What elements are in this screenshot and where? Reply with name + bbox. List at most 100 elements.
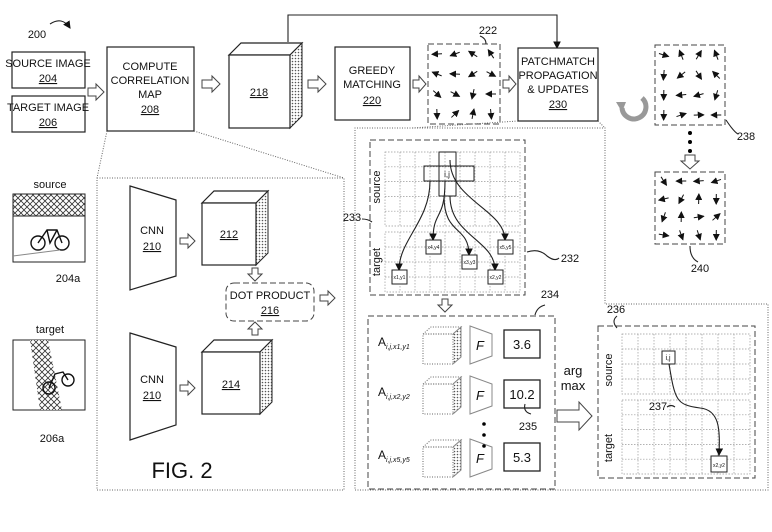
flow-field-final-ref: 240 xyxy=(691,263,709,275)
svg-text:x3,y3: x3,y3 xyxy=(464,260,476,266)
result-panel-ref: 236 xyxy=(607,304,625,316)
leader-line xyxy=(666,404,676,408)
correlation-volume-cube: 218 xyxy=(227,41,304,130)
flow-vector-icon xyxy=(695,49,702,60)
score-box xyxy=(503,329,541,359)
score-ref: 235 xyxy=(519,421,537,433)
feature-cube-target: 214 xyxy=(200,338,274,416)
result-match-cell: x2,y2 xyxy=(710,455,728,473)
svg-text:216: 216 xyxy=(261,305,279,317)
refresh-cycle-icon xyxy=(616,96,649,122)
svg-text:CNN: CNN xyxy=(140,225,164,237)
flow-vector-icon xyxy=(692,91,704,99)
svg-text:PATCHMATCH: PATCHMATCH xyxy=(521,56,595,68)
flow-vector-icon xyxy=(431,50,443,58)
result-source-grid xyxy=(621,333,751,395)
flow-vector-icon xyxy=(487,48,495,59)
target-image-box: TARGET IMAGE 206 xyxy=(7,95,89,133)
volume-label: Ai,j,x1,y1 xyxy=(378,335,410,351)
svg-text:i,j: i,j xyxy=(665,355,671,362)
svg-text:GREEDY: GREEDY xyxy=(349,65,396,77)
grid-source-label: source xyxy=(371,170,383,203)
svg-text:10.2: 10.2 xyxy=(509,387,534,402)
ellipsis-dots xyxy=(482,422,486,448)
leader-line xyxy=(689,245,699,263)
flow-vector-icon xyxy=(692,177,704,185)
svg-text:x2,y2: x2,y2 xyxy=(713,463,725,469)
target-grid xyxy=(384,231,521,293)
zoom-line xyxy=(411,120,606,129)
result-target-label: target xyxy=(603,434,615,462)
curved-arrow-icon xyxy=(49,20,71,29)
result-source-cell: i,j xyxy=(661,350,676,365)
cnn-target: CNN 210 xyxy=(129,332,177,441)
source-photo-ref: 204a xyxy=(56,273,81,285)
flow-vector-icon xyxy=(678,49,685,60)
source-photo-label: source xyxy=(33,179,66,191)
svg-text:3.6: 3.6 xyxy=(513,337,531,352)
flow-arrows xyxy=(431,48,497,120)
flow-vector-icon xyxy=(713,90,720,101)
svg-text:208: 208 xyxy=(141,104,159,116)
ellipsis-dots xyxy=(688,131,692,153)
patchmatch-detail-panel xyxy=(354,127,769,491)
score-box xyxy=(503,379,541,409)
volume-cube xyxy=(422,333,454,365)
flow-vector-icon xyxy=(451,109,460,118)
flow-vector-icon xyxy=(658,231,670,239)
leader-line xyxy=(524,403,532,415)
function-block xyxy=(469,325,493,365)
svg-text:x2,y2: x2,y2 xyxy=(490,275,502,281)
candidate-cell: x2,y2 xyxy=(487,269,504,285)
candidate-cell: x3,y3 xyxy=(461,254,478,270)
hollow-arrow-icon xyxy=(179,232,196,250)
dot-product-box: DOT PRODUCT 216 xyxy=(225,282,315,322)
flow-vector-icon xyxy=(469,89,477,100)
svg-text:SOURCE IMAGE: SOURCE IMAGE xyxy=(5,58,91,70)
skip-connection-arrow xyxy=(287,14,561,50)
flow-vector-icon xyxy=(713,49,720,60)
flow-field-final xyxy=(654,171,726,245)
flow-vector-icon xyxy=(695,70,703,81)
function-block xyxy=(469,375,493,415)
source-image-box: SOURCE IMAGE 204 xyxy=(5,51,91,89)
candidate-arrow xyxy=(429,180,446,242)
flow-vector-icon xyxy=(676,111,687,119)
hollow-arrow-icon xyxy=(556,400,593,432)
match-arrow xyxy=(668,363,724,457)
grid-panel-ref: 232 xyxy=(561,253,579,265)
source-grid xyxy=(384,151,521,227)
hollow-arrow-icon xyxy=(179,379,196,397)
candidate-arrow xyxy=(395,180,431,272)
hollow-arrow-icon xyxy=(502,74,517,94)
svg-text:220: 220 xyxy=(363,95,381,107)
hollow-arrow-icon xyxy=(679,154,701,170)
svg-text:MAP: MAP xyxy=(138,89,162,101)
svg-text:x4,y4: x4,y4 xyxy=(428,245,440,251)
hollow-arrow-icon xyxy=(319,289,336,307)
flow-vector-icon xyxy=(712,213,721,221)
flow-vector-icon xyxy=(675,91,687,99)
match-arrow-ref: 237 xyxy=(649,401,667,413)
volume-cube xyxy=(422,383,454,415)
candidate-arrow xyxy=(449,159,509,242)
score-box xyxy=(503,442,541,472)
flow-field-iteration xyxy=(654,44,726,126)
svg-text:DOT PRODUCT: DOT PRODUCT xyxy=(230,290,311,302)
flow-field-initial-ref: 222 xyxy=(479,25,497,37)
target-photo-ref: 206a xyxy=(40,433,65,445)
hollow-arrow-icon xyxy=(87,82,105,102)
zoom-line xyxy=(96,130,345,179)
flow-vector-icon xyxy=(710,177,722,185)
svg-text:x5,y5: x5,y5 xyxy=(500,245,512,251)
flow-vector-icon xyxy=(657,195,669,203)
flow-vector-icon xyxy=(678,194,685,205)
flow-field-iteration-ref: 238 xyxy=(737,131,755,143)
flow-vector-icon xyxy=(660,212,668,223)
flow-arrows xyxy=(658,49,722,121)
target-photo-label: target xyxy=(36,324,64,336)
leader-line xyxy=(361,218,373,223)
svg-text:i,j: i,j xyxy=(444,170,450,179)
